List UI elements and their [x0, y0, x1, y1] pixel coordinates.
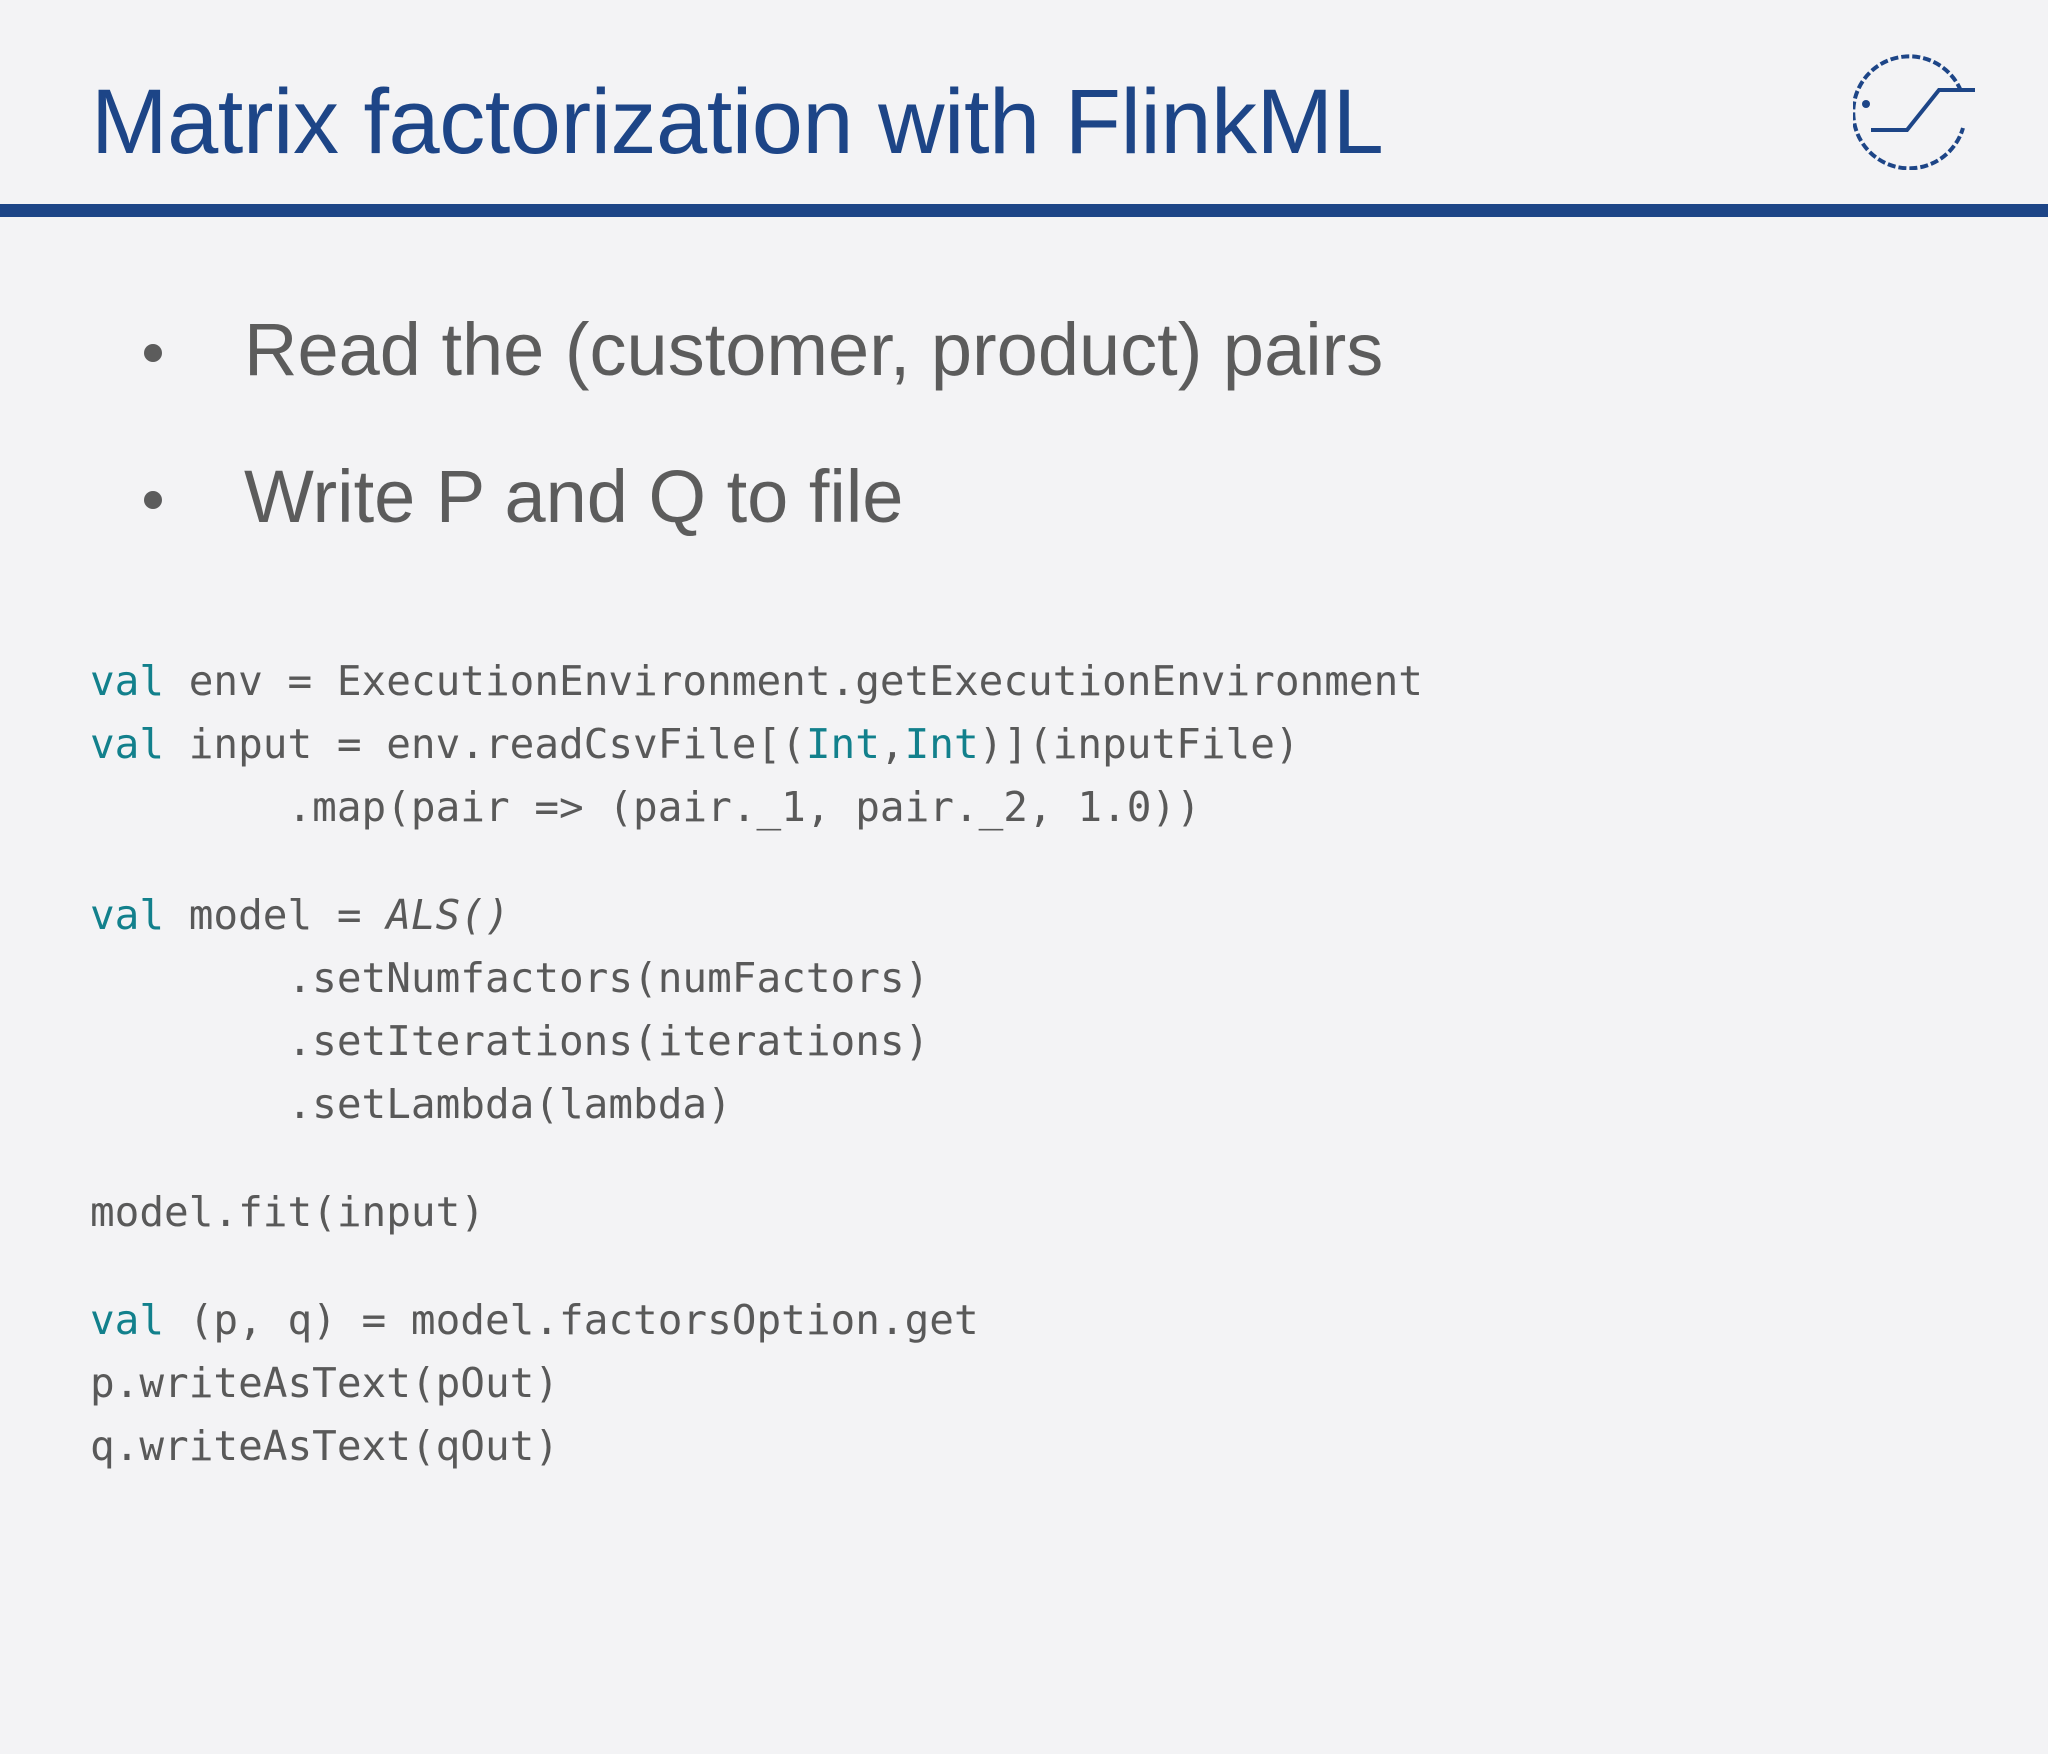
code-line: model.fit(input) [90, 1181, 485, 1243]
code-line: .map(pair => (pair._1, pair._2, 1.0)) [90, 776, 1201, 838]
code-text: .setIterations(iterations) [90, 1017, 930, 1065]
code-block: val env = ExecutionEnvironment.getExecut… [90, 650, 1423, 1754]
flink-logo-icon [1853, 54, 1975, 170]
bullet-text: Write P and Q to file [244, 455, 904, 538]
bullet-dot-icon [144, 344, 162, 362]
code-line: .setLambda(lambda) [90, 1073, 732, 1135]
code-keyword: val [90, 720, 165, 768]
code-text: )](inputFile) [978, 720, 1300, 768]
code-text: .map(pair => (pair._1, pair._2, 1.0)) [90, 783, 1201, 831]
code-text: q.writeAsText(qOut) [90, 1422, 559, 1470]
code-line: .setNumfactors(numFactors) [90, 947, 929, 1009]
code-text: input = env.readCsvFile[( [164, 720, 806, 768]
code-line: val model = ALS() [90, 884, 510, 946]
code-line: .setIterations(iterations) [90, 1010, 929, 1072]
code-line: val (p, q) = model.factorsOption.get [90, 1289, 979, 1351]
code-text: .setNumfactors(numFactors) [90, 954, 930, 1002]
code-type: Int [805, 720, 880, 768]
title-divider [0, 204, 2048, 217]
code-line: val env = ExecutionEnvironment.getExecut… [90, 650, 1423, 712]
code-text: ALS() [386, 891, 510, 939]
slide: Matrix factorization with FlinkML Read t… [0, 54, 2048, 1470]
bullet-text: Read the (customer, product) pairs [244, 308, 1384, 391]
code-text: model.fit(input) [90, 1188, 485, 1236]
code-text: , [879, 720, 905, 768]
bullet-dot-icon [144, 491, 162, 509]
slide-title: Matrix factorization with FlinkML [91, 71, 1384, 173]
code-text: .setLambda(lambda) [90, 1080, 732, 1128]
code-keyword: val [90, 657, 165, 705]
code-line: val input = env.readCsvFile[(Int,Int)](i… [90, 713, 1300, 775]
code-type: Int [904, 720, 979, 768]
code-text: (p, q) = model.factorsOption.get [164, 1296, 979, 1344]
code-keyword: val [90, 1296, 165, 1344]
code-line: q.writeAsText(qOut) [90, 1415, 559, 1477]
code-text: model = [164, 891, 387, 939]
code-text: p.writeAsText(pOut) [90, 1359, 559, 1407]
code-text: env = ExecutionEnvironment.getExecutionE… [164, 657, 1423, 705]
code-keyword: val [90, 891, 165, 939]
code-line: p.writeAsText(pOut) [90, 1352, 559, 1414]
